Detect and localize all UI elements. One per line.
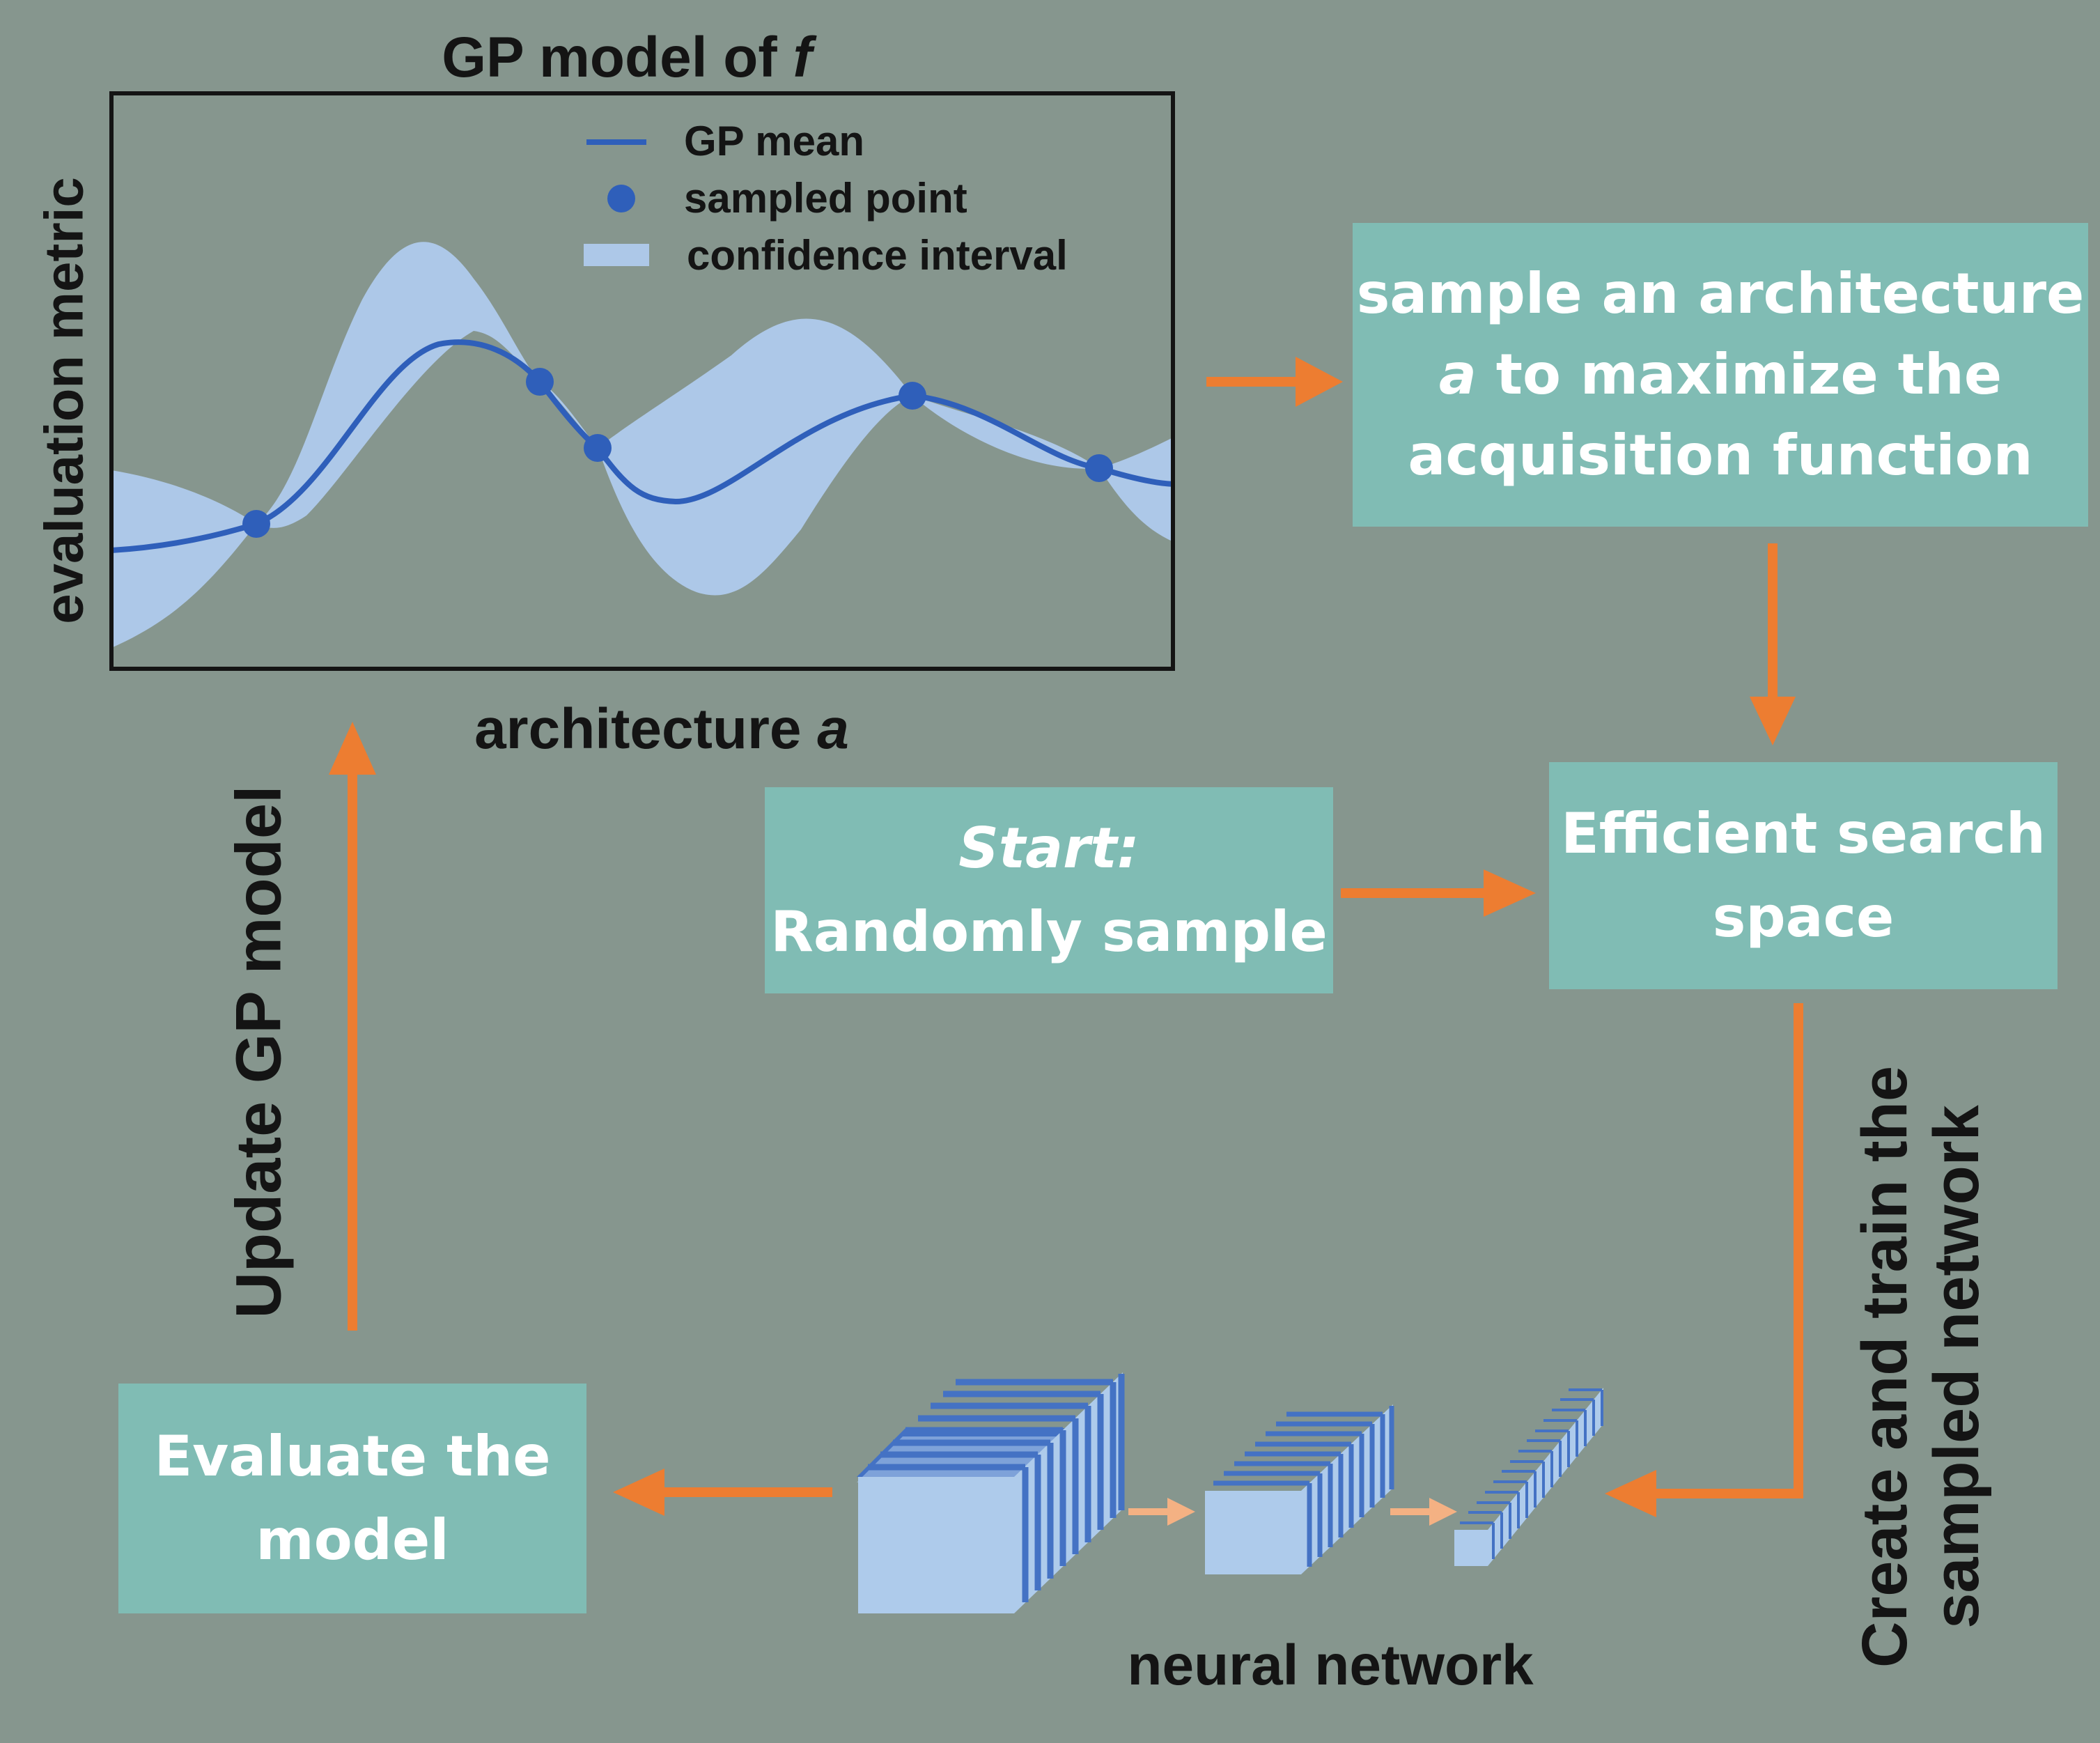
arrow-acquisition-to-search-head [1750, 697, 1796, 745]
arrow-start-to-search-head [1484, 869, 1536, 917]
sampled-point-3 [584, 434, 612, 462]
nn-arrow-2-head [1429, 1498, 1457, 1526]
search-space-line-1: Efficient search [1561, 801, 2046, 866]
legend-sampled-label: sampled point [684, 175, 967, 222]
legend-sampled-swatch [607, 185, 635, 212]
legend-ci-swatch [584, 244, 649, 266]
sampled-point-4 [899, 382, 926, 410]
plot-title-text: GP model of [442, 26, 777, 89]
x-axis-label: architecture a [279, 697, 1045, 762]
acquisition-line-2-rest: to maximize the [1476, 342, 2002, 407]
acquisition-var: a [1438, 342, 1477, 407]
legend-mean-label: GP mean [684, 118, 865, 164]
search-space-line-2: space [1712, 885, 1895, 950]
search-space-box: Efficient search space [1549, 762, 2058, 989]
confidence-interval-band [111, 242, 1173, 648]
plot-title-var: f [793, 26, 812, 89]
x-axis-label-text: architecture [474, 697, 802, 761]
arrow-search-to-nn-head [1605, 1470, 1656, 1517]
nn-block-2 [1205, 1404, 1394, 1574]
evaluate-line-2: model [256, 1508, 449, 1572]
plot-title: GP model of f [104, 25, 1149, 91]
nn-block-1 [857, 1372, 1125, 1613]
legend-ci-label: confidence interval [687, 232, 1068, 279]
update-gp-label-text: Update GP model [223, 785, 295, 1319]
start-box: Start: Randomly sample [765, 787, 1333, 993]
arrow-plot-to-acquisition-head [1296, 357, 1343, 407]
acquisition-line-3: acquisition function [1408, 423, 2033, 488]
sampled-point-1 [242, 510, 270, 538]
start-line-2: Randomly sample [770, 899, 1328, 964]
sampled-point-5 [1085, 454, 1113, 482]
start-line-1: Start: [958, 816, 1140, 881]
evaluate-line-1: Evaluate the [154, 1424, 551, 1489]
acquisition-line-1: sample an architecture [1356, 261, 2085, 326]
nn-block-3 [1454, 1388, 1603, 1566]
x-axis-label-var: a [817, 697, 849, 761]
create-train-line-2: sampled network [1921, 1105, 1992, 1629]
create-train-line-1: Create and train the [1849, 1066, 1920, 1668]
acquisition-box: sample an architecture a to maximize the… [1353, 223, 2088, 527]
sampled-point-2 [526, 368, 554, 396]
arrow-search-to-nn-shaft [1651, 1003, 1803, 1498]
arrow-nn-to-evaluate-head [613, 1469, 664, 1516]
create-train-label: Create and train the sampled network [1849, 1066, 1993, 1668]
update-gp-label: Update GP model [223, 785, 295, 1318]
arrow-evaluate-to-plot-head [329, 722, 376, 775]
acquisition-line-2: a to maximize the [1439, 334, 2002, 415]
evaluate-box: Evaluate the model [118, 1384, 586, 1613]
nn-arrow-1-head [1167, 1498, 1195, 1526]
plot-frame [109, 91, 1175, 671]
nn-label: neural network [1127, 1634, 1534, 1697]
